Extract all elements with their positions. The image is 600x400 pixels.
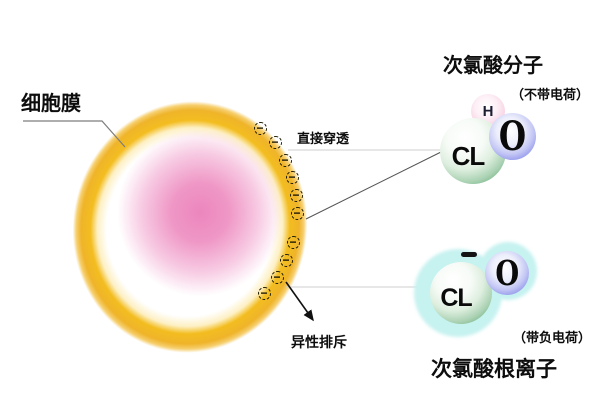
negative-charge-icon: −	[286, 235, 300, 249]
negative-charge-icon: −	[253, 121, 267, 135]
negative-charge-icon: −	[279, 253, 293, 267]
oxygen-label: O	[498, 113, 527, 160]
negative-charge-icon: −	[257, 286, 271, 300]
chlorine-label: CL	[451, 140, 486, 171]
repulsion-arrow	[285, 281, 314, 322]
chlorine-atom-ocl: CL	[430, 262, 492, 324]
oxygen-atom-ocl: O	[485, 251, 529, 295]
negative-charge-icon: −	[285, 170, 299, 184]
repulsion-label: 异性排斥	[291, 334, 347, 350]
ocl-charge-note: （带负电荷）	[513, 330, 592, 345]
hocl-title: 次氯酸分子	[443, 55, 543, 77]
negative-charge-icon: −	[268, 135, 282, 149]
direct-penetration-label: 直接穿透	[297, 131, 350, 146]
hocl-charge-note: （不带电荷）	[511, 87, 590, 102]
ocl-title: 次氯酸根离子	[431, 358, 557, 381]
negative-charge-icon: −	[270, 270, 284, 284]
hydrogen-label: H	[482, 102, 494, 120]
negative-charge-icon: −	[289, 188, 303, 202]
negative-charge-icon: −	[278, 153, 292, 167]
membrane-leader-line	[23, 120, 126, 148]
oxygen-label: O	[495, 252, 519, 294]
membrane-to-molecule-line	[305, 151, 442, 220]
chlorine-label: CL	[440, 283, 472, 312]
cell-membrane-label: 细胞膜	[21, 93, 81, 115]
oxygen-atom-hocl: O	[489, 113, 536, 160]
negative-charge-sign	[461, 252, 477, 257]
negative-charge-icon: −	[290, 206, 304, 220]
